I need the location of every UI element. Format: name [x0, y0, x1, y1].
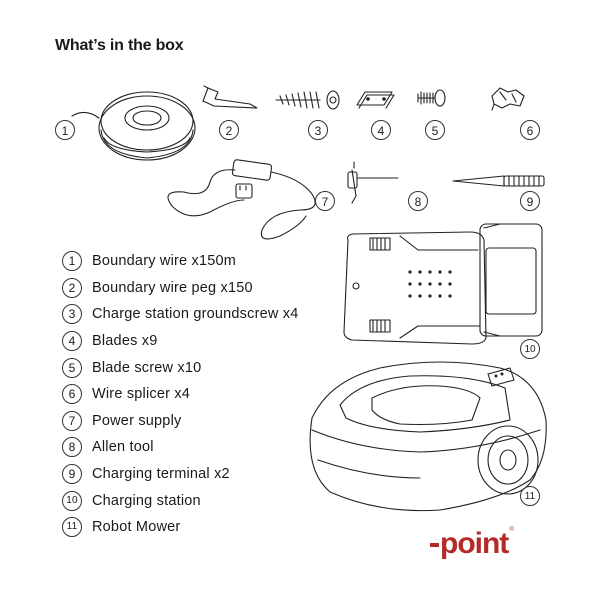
- list-item: 7 Power supply: [62, 408, 299, 435]
- point-logo: point®: [430, 527, 514, 561]
- callout-5: 5: [425, 120, 445, 140]
- item-label: Blades x9: [92, 333, 158, 350]
- callout-8: 8: [408, 191, 428, 211]
- item-number: 9: [62, 464, 82, 485]
- callout-1: 1: [55, 120, 75, 140]
- callout-4: 4: [371, 120, 391, 140]
- item-number: 8: [62, 437, 82, 458]
- blade-icon: [356, 91, 395, 109]
- item-number: 7: [62, 410, 82, 431]
- charging-terminal-icon: [452, 175, 545, 187]
- item-number: 5: [62, 357, 82, 378]
- item-number: 6: [62, 384, 82, 405]
- item-label: Blade screw x10: [92, 359, 202, 376]
- blade-screw-icon: [417, 89, 446, 107]
- item-number: 4: [62, 331, 82, 352]
- item-number: 1: [62, 251, 82, 272]
- item-number: 10: [62, 490, 82, 511]
- wire-splicer-icon: [491, 87, 525, 111]
- callout-9: 9: [520, 191, 540, 211]
- list-item: 4 Blades x9: [62, 328, 299, 355]
- list-item: 1 Boundary wire x150m: [62, 248, 299, 275]
- callout-2: 2: [219, 120, 239, 140]
- item-label: Allen tool: [92, 439, 154, 456]
- wire-peg-icon: [202, 85, 258, 109]
- logo-bar-icon: [430, 543, 439, 548]
- power-supply-icon: [167, 159, 316, 240]
- item-label: Charge station groundscrew x4: [92, 306, 299, 323]
- wire-spool-icon: [71, 91, 196, 161]
- list-item: 11 Robot Mower: [62, 514, 299, 541]
- item-label: Charging station: [92, 492, 201, 509]
- logo-text: point: [440, 527, 509, 560]
- list-item: 3 Charge station groundscrew x4: [62, 301, 299, 328]
- item-label: Power supply: [92, 412, 182, 429]
- item-label: Charging terminal x2: [92, 466, 230, 483]
- robot-mower-icon: [309, 361, 547, 512]
- callout-11: 11: [520, 486, 540, 506]
- contents-list: 1 Boundary wire x150m 2 Boundary wire peg …: [62, 248, 299, 541]
- list-item: 8 Allen tool: [62, 434, 299, 461]
- callout-3: 3: [308, 120, 328, 140]
- list-item: 2 Boundary wire peg x150: [62, 275, 299, 302]
- item-label: Robot Mower: [92, 519, 181, 536]
- callout-6: 6: [520, 120, 540, 140]
- item-label: Boundary wire x150m: [92, 253, 237, 270]
- allen-tool-icon: [347, 161, 399, 204]
- callout-7: 7: [315, 191, 335, 211]
- list-item: 5 Blade screw x10: [62, 354, 299, 381]
- charging-station-icon: [343, 223, 543, 345]
- list-item: 10 Charging station: [62, 487, 299, 514]
- callout-10: 10: [520, 339, 540, 359]
- item-label: Boundary wire peg x150: [92, 279, 253, 296]
- list-item: 9 Charging terminal x2: [62, 461, 299, 488]
- list-item: 6 Wire splicer x4: [62, 381, 299, 408]
- registered-mark-icon: ®: [509, 527, 514, 533]
- item-number: 11: [62, 517, 82, 538]
- page-title: What’s in the box: [55, 37, 184, 54]
- item-number: 3: [62, 304, 82, 325]
- item-number: 2: [62, 277, 82, 298]
- item-label: Wire splicer x4: [92, 386, 191, 403]
- groundscrew-icon: [275, 90, 340, 110]
